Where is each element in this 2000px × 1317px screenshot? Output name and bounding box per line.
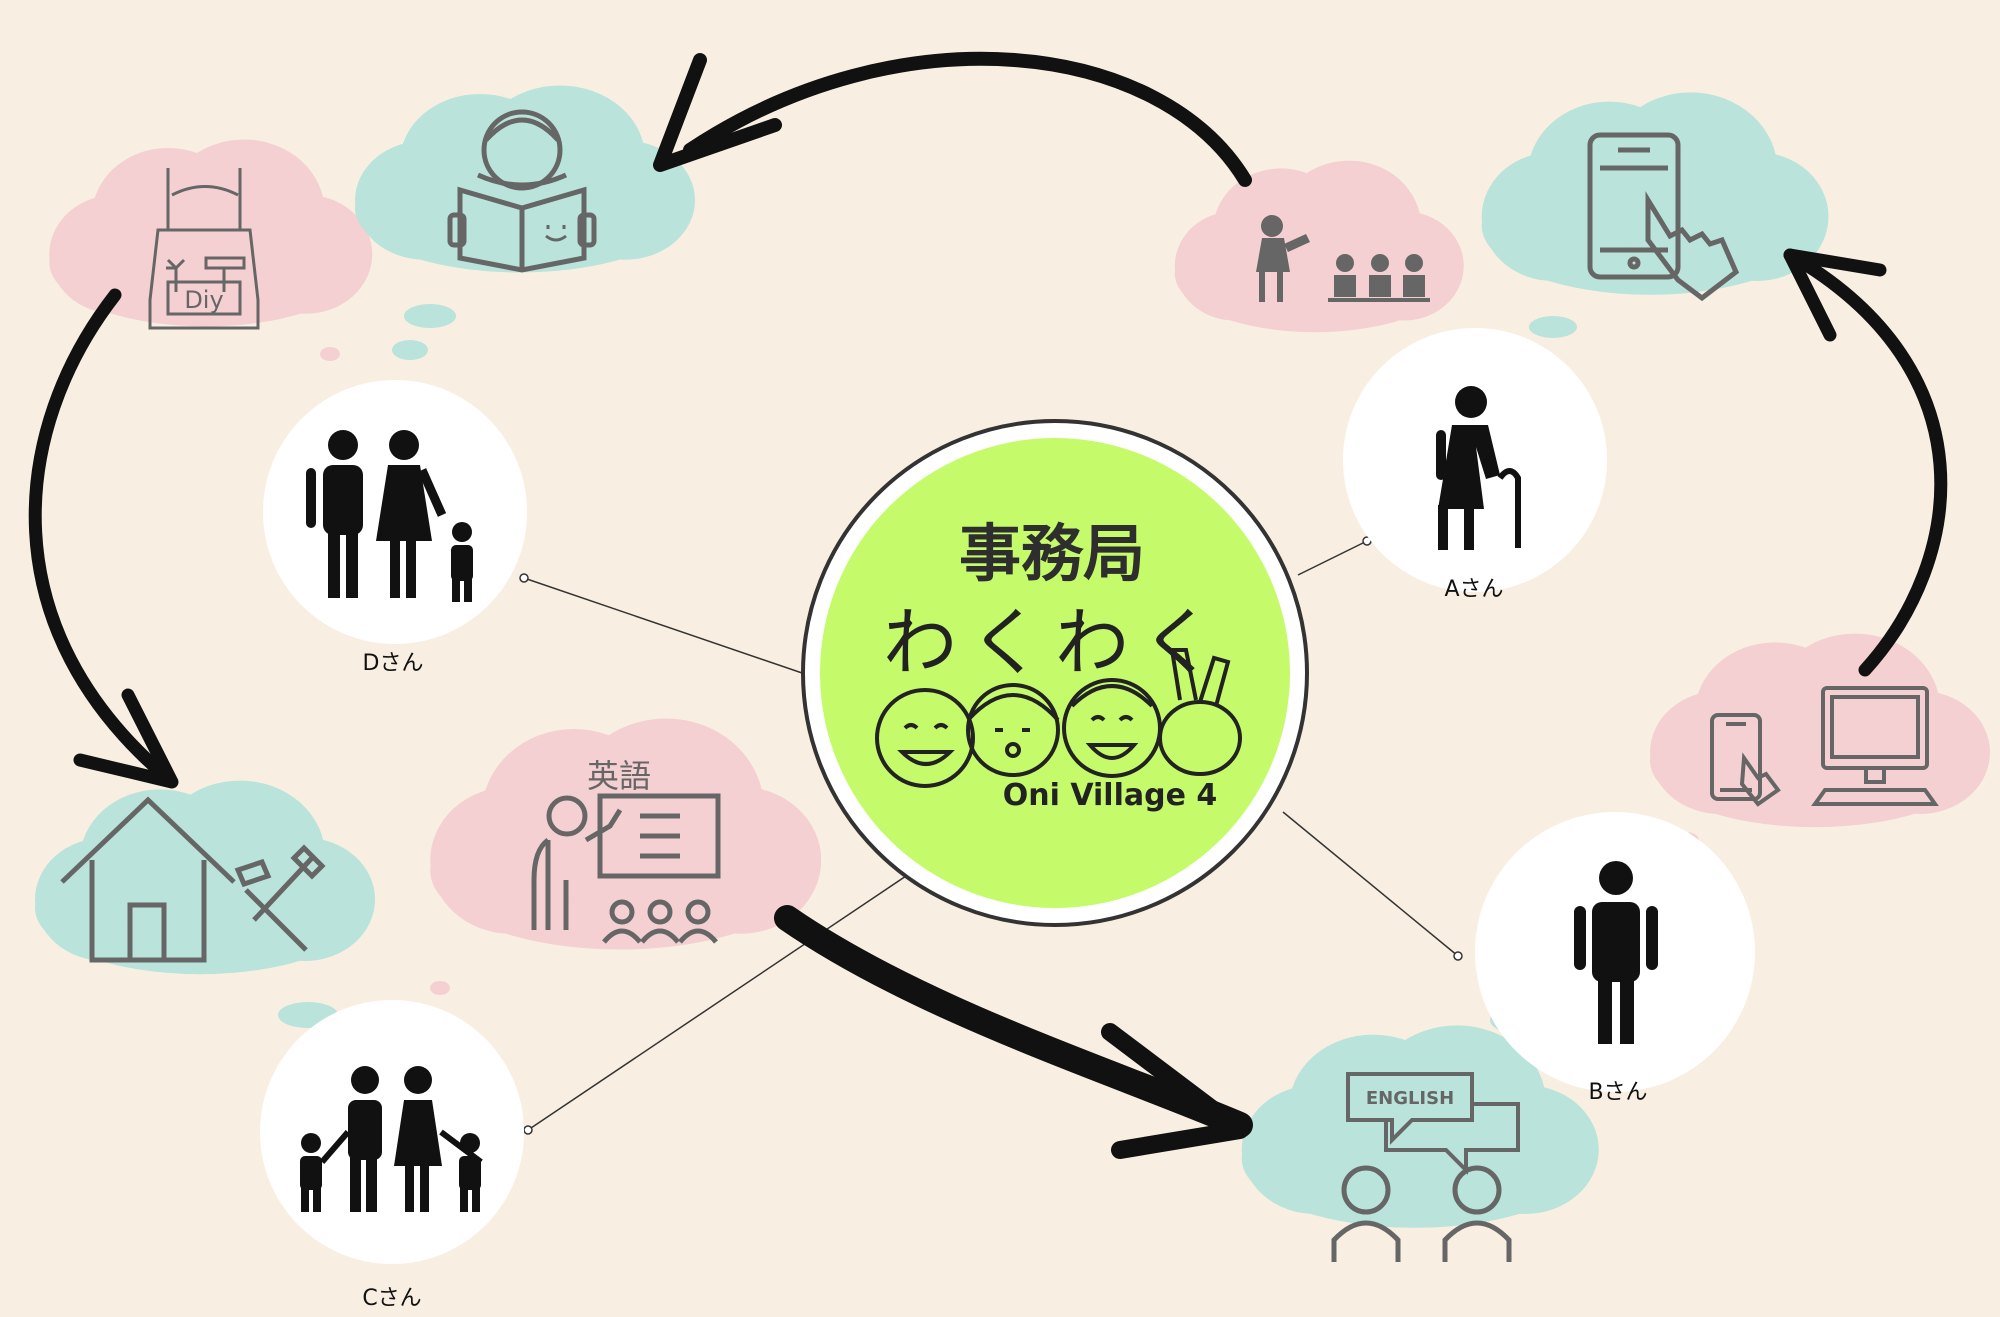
- diy-apron-icon: Diy: [148, 168, 260, 330]
- person-b-label: Bさん: [1588, 1080, 1647, 1105]
- arrow-head-reading: [653, 53, 782, 172]
- logo-faces-icon: [875, 648, 1242, 788]
- elderly-woman-with-cane-icon: [1436, 386, 1521, 550]
- english-conversation-icon: ENGLISH: [1331, 1072, 1520, 1262]
- english-badge-text: ENGLISH: [1366, 1088, 1454, 1109]
- connector-c: [527, 871, 913, 1131]
- person-d-label: Dさん: [363, 651, 424, 676]
- person-c-label: Cさん: [362, 1286, 421, 1311]
- family-with-two-children-icon: [300, 1066, 483, 1212]
- smartphone-touch-icon: [1587, 132, 1740, 302]
- cloud-smartphone: [1481, 92, 1829, 302]
- cloud-computer: [1650, 633, 1990, 828]
- person-b: Bさん: [1475, 812, 1755, 1105]
- cloud-english-conversation: ENGLISH: [1241, 1025, 1599, 1262]
- connector-lines: [519, 536, 1463, 1135]
- english-label: 英語: [587, 757, 651, 795]
- office-title: 事務局: [959, 517, 1145, 590]
- child-reading-book-icon: [447, 109, 597, 273]
- person-a: Aさん: [1343, 328, 1607, 602]
- cloud-storytelling: [1174, 160, 1464, 333]
- cloud-diy: Diy: [49, 139, 373, 330]
- person-d: Dさん: [263, 380, 527, 676]
- couple-with-child-icon: [306, 430, 473, 602]
- storytelling-audience-icon: [1256, 215, 1430, 302]
- arrow-computer-to-smartphone: [1783, 248, 1948, 677]
- arrow-head-house: [73, 688, 179, 789]
- connector-b: [1282, 811, 1459, 957]
- person-a-label: Aさん: [1444, 577, 1503, 602]
- thought-bubbles-reading: [320, 304, 456, 361]
- arrow-english-teacher-to-conversation: [774, 905, 1253, 1138]
- diy-label: Diy: [184, 286, 223, 314]
- computer-and-phone-icon: [1710, 686, 1939, 807]
- cloud-english-teacher: 英語: [430, 718, 822, 950]
- logo-sub-text: Oni Village 4: [1003, 778, 1218, 813]
- connector-a: [1297, 540, 1368, 576]
- man-icon: [1574, 861, 1658, 1044]
- central-green-circle: [820, 438, 1290, 908]
- cloud-house-repair: [35, 780, 375, 975]
- arrow-storytelling-to-reading: [683, 51, 1252, 187]
- teacher-at-board-icon: [531, 793, 721, 944]
- arrow-head-conversation: [1101, 1023, 1249, 1159]
- house-and-tools-icon: [60, 796, 326, 963]
- logo-main-text: わくわく: [883, 600, 1227, 686]
- central-office: 事務局 わくわく Oni Village 4: [801, 419, 1309, 927]
- arrow-head-smartphone: [1783, 248, 1887, 342]
- person-c: Cさん: [260, 1000, 524, 1311]
- cloud-reading: [355, 85, 695, 273]
- flow-arrows: [28, 51, 1948, 1159]
- connector-d: [523, 577, 806, 675]
- person-c-circle: [260, 1000, 524, 1264]
- arrow-diy-to-house: [28, 288, 177, 787]
